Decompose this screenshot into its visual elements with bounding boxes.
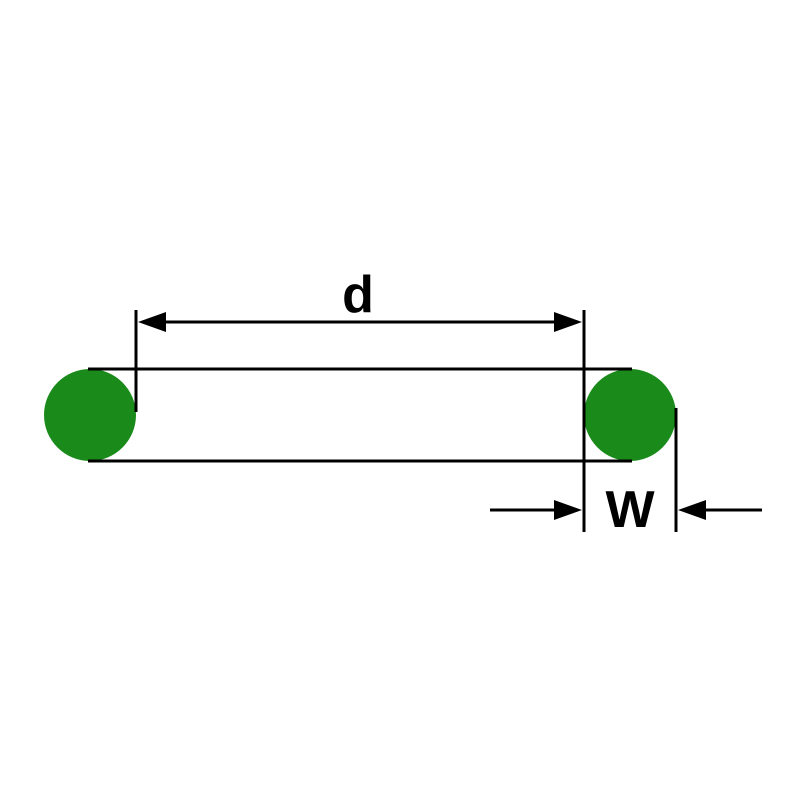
- extension-lines: [134, 310, 678, 532]
- width-right-arrowhead-icon: [678, 500, 706, 520]
- width-dimension: W: [490, 481, 762, 539]
- ring-profile-lines: [88, 367, 632, 463]
- diameter-dimension: d: [138, 266, 582, 332]
- oring-right-cross-section-circle: [584, 369, 676, 461]
- diameter-label: d: [342, 266, 374, 324]
- oring-left-cross-section-circle: [44, 369, 136, 461]
- width-label: W: [605, 481, 655, 539]
- diameter-right-arrowhead-icon: [554, 312, 582, 332]
- diameter-left-arrowhead-icon: [138, 312, 166, 332]
- width-left-arrowhead-icon: [554, 500, 582, 520]
